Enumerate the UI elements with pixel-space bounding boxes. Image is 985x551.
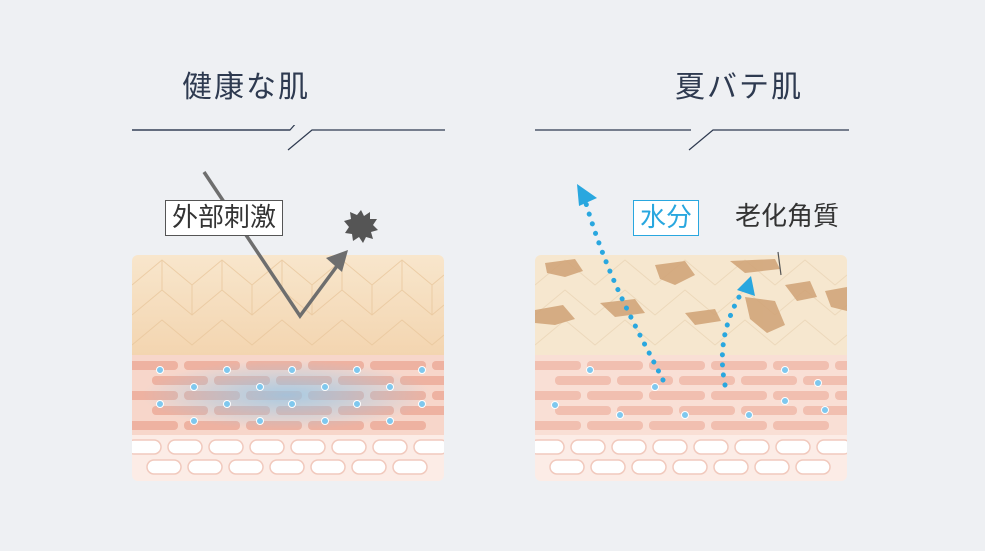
title-divider xyxy=(132,125,445,151)
healthy-skin-panel: 健康な肌 xyxy=(0,0,492,551)
skin-cross-section xyxy=(132,255,444,481)
panel-title: 健康な肌 xyxy=(182,70,310,105)
skin-cross-section xyxy=(535,255,847,481)
water-evaporation-arrows xyxy=(577,184,782,388)
aged-keratin-label: 老化角質 xyxy=(735,202,840,232)
stimulus-deflection-arrow xyxy=(202,171,348,320)
summer-fatigue-skin-panel: 夏バテ肌 xyxy=(493,0,985,551)
panel-title: 夏バテ肌 xyxy=(675,70,803,105)
water-label: 水分 xyxy=(633,200,700,236)
external-stimulus-label: 外部刺激 xyxy=(165,200,284,236)
irritant-particle-icon xyxy=(344,210,378,243)
title-divider xyxy=(535,129,849,151)
